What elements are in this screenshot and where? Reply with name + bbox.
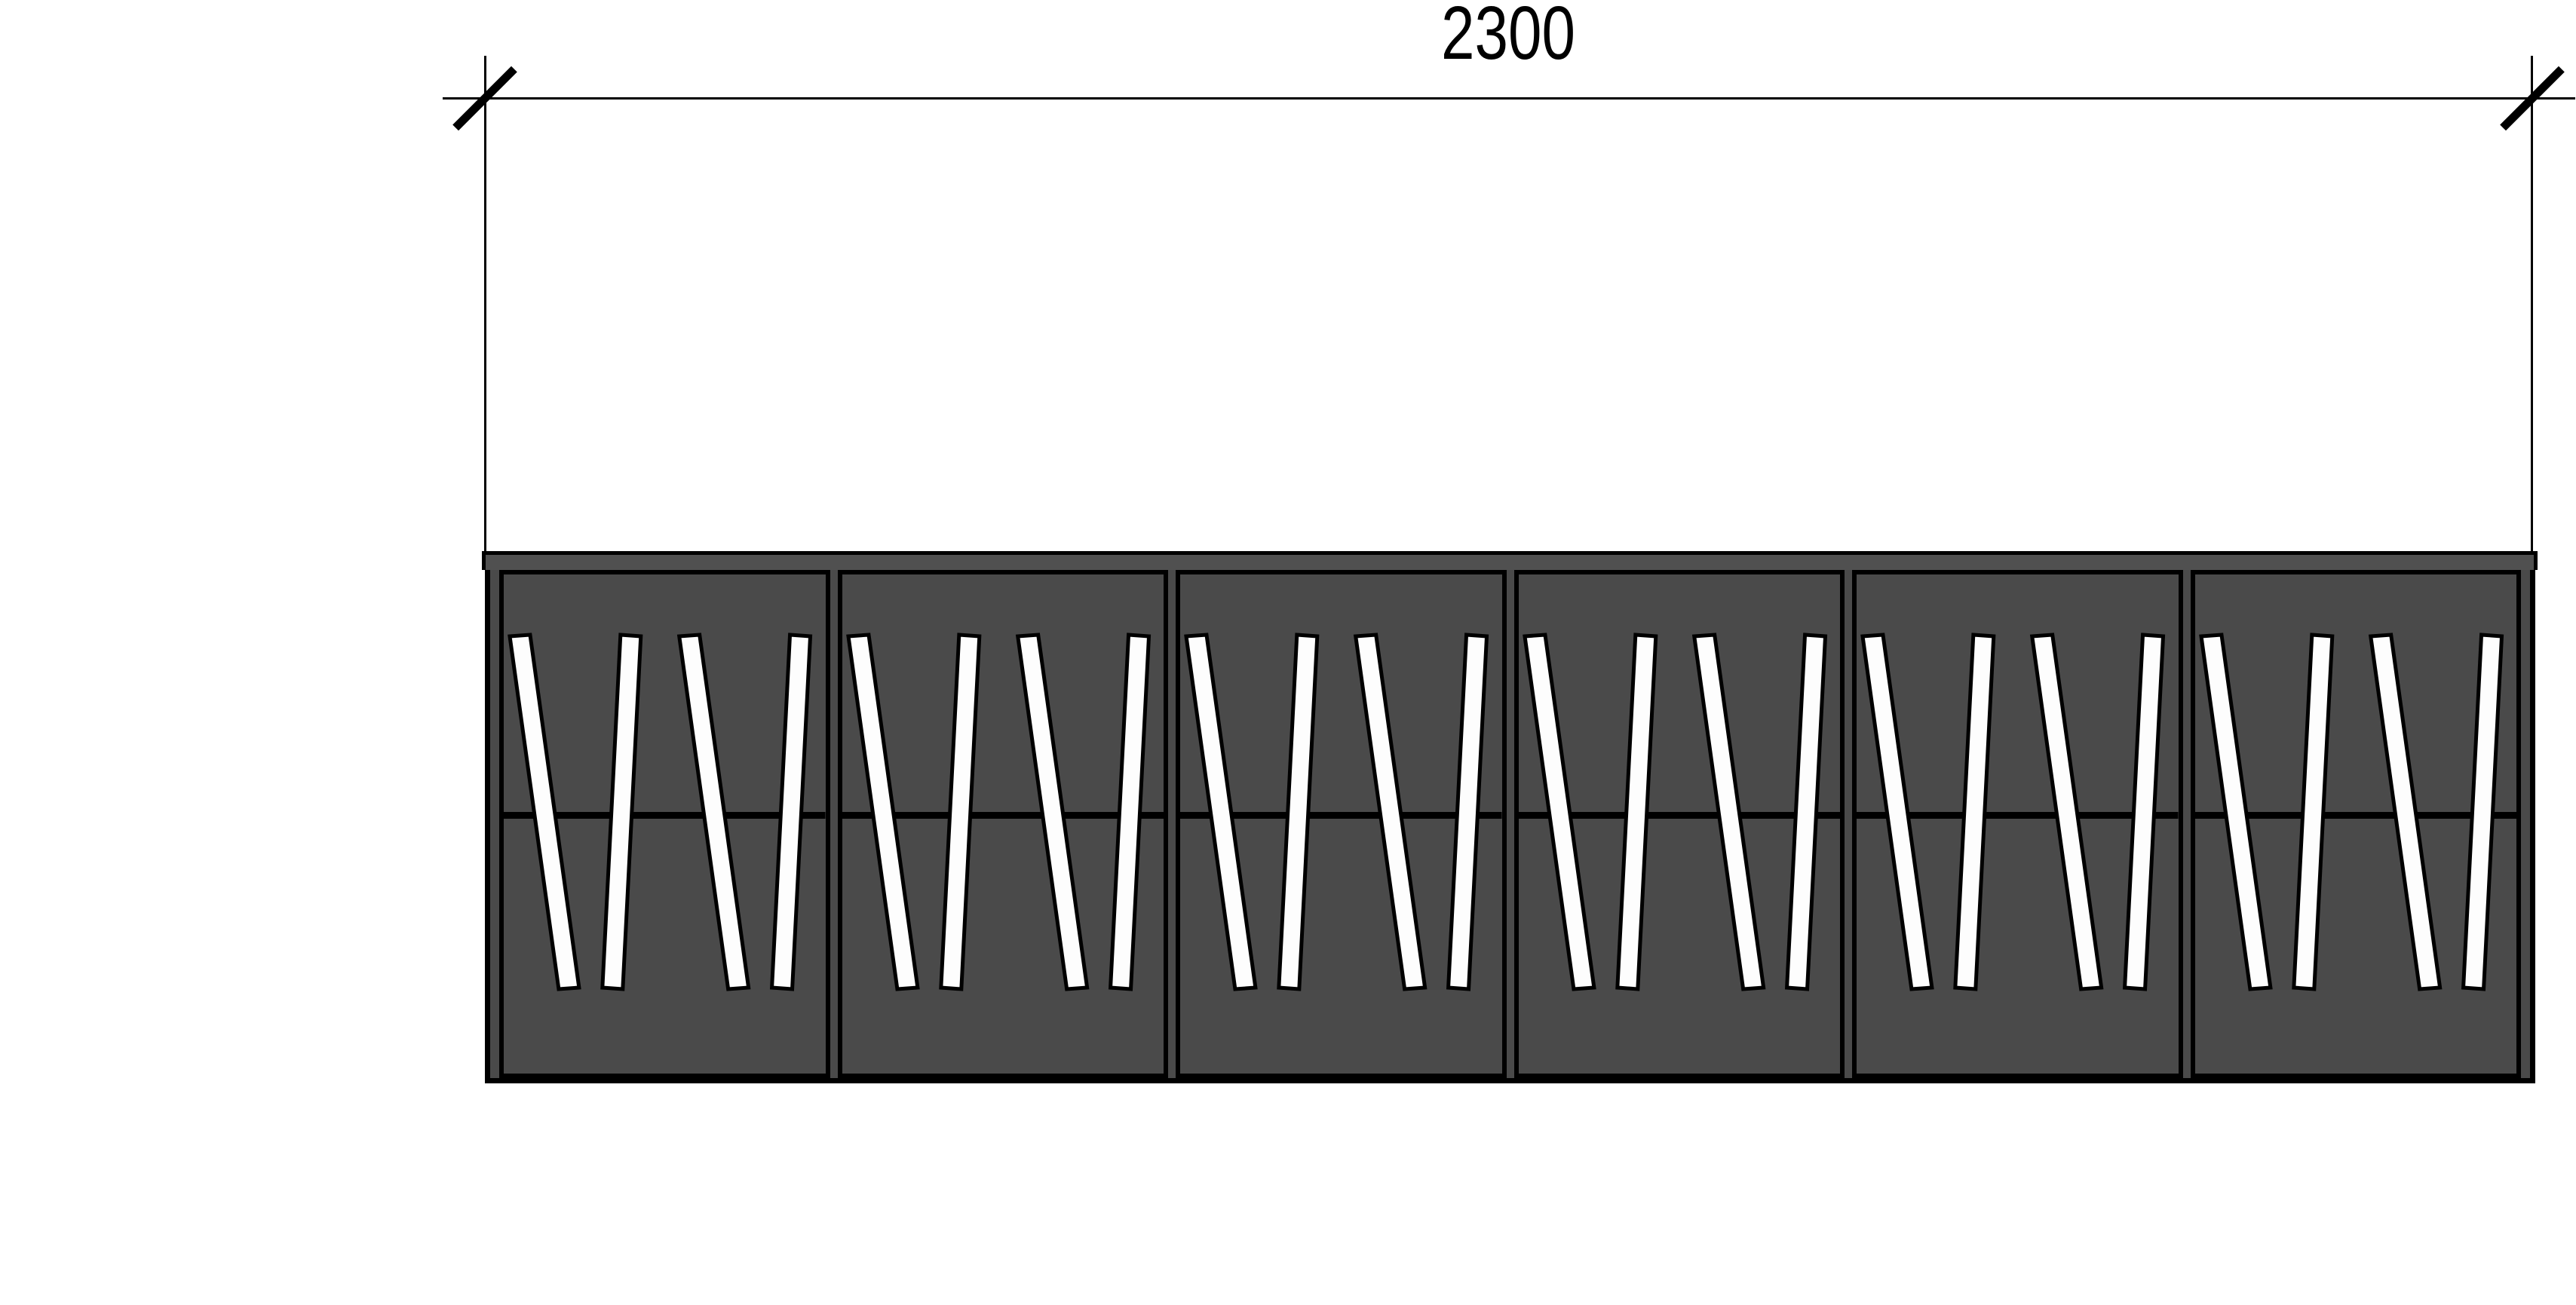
cabinet-panel [1852, 570, 2183, 1078]
slat-slash-2 [2122, 633, 2166, 991]
panel-slats-graphic [842, 633, 1164, 991]
panel-slats-graphic [1180, 633, 1502, 991]
slat-backslash-1 [2198, 633, 2273, 991]
slat-backslash-2 [2368, 633, 2442, 991]
cabinet-panel [1513, 570, 1845, 1078]
extension-line-right [2531, 56, 2533, 552]
slat-backslash-1 [1522, 633, 1596, 991]
panel-slats-graphic [504, 633, 826, 991]
slat-slash-2 [1446, 633, 1489, 991]
slat-backslash-2 [1691, 633, 1765, 991]
cabinet-panel [1176, 570, 1507, 1078]
slat-slash-2 [1108, 633, 1151, 991]
slat-backslash-2 [2029, 633, 2104, 991]
slat-backslash-1 [508, 633, 581, 991]
slat-backslash-2 [676, 633, 751, 991]
slat-backslash-1 [1184, 633, 1258, 991]
panel-slats-graphic [1857, 633, 2179, 991]
cabinet-top-rail [482, 551, 2538, 570]
panel-mid-rail-line [504, 812, 826, 819]
slat-slash-1 [938, 633, 981, 991]
slat-slash-2 [769, 633, 813, 991]
slat-backslash-1 [1860, 633, 1934, 991]
slat-backslash-2 [1015, 633, 1089, 991]
panel-slats-graphic [2194, 633, 2516, 991]
cabinet-body [485, 570, 2535, 1083]
panel-mid-rail-line [842, 812, 1164, 819]
slat-backslash-2 [1353, 633, 1428, 991]
panel-mid-rail-line [1518, 812, 1840, 819]
cabinet-panel [499, 570, 830, 1078]
slat-slash-1 [1615, 633, 1658, 991]
slat-slash-1 [600, 633, 643, 991]
cabinet-panel [837, 570, 1168, 1078]
panel-mid-rail-line [1180, 812, 1502, 819]
panel-mid-rail-line [2194, 812, 2516, 819]
slat-slash-1 [1953, 633, 1996, 991]
dimension-label: 2300 [1441, 0, 1575, 75]
extension-line-left [484, 56, 486, 552]
slat-slash-2 [2461, 633, 2504, 991]
slat-slash-1 [2291, 633, 2334, 991]
slat-slash-2 [1784, 633, 1827, 991]
cabinet-panel [2190, 570, 2521, 1078]
slat-slash-1 [1277, 633, 1320, 991]
slat-backslash-1 [845, 633, 920, 991]
panel-slats-graphic [1518, 633, 1840, 991]
dimension-line [443, 97, 2575, 100]
panel-mid-rail-line [1857, 812, 2179, 819]
